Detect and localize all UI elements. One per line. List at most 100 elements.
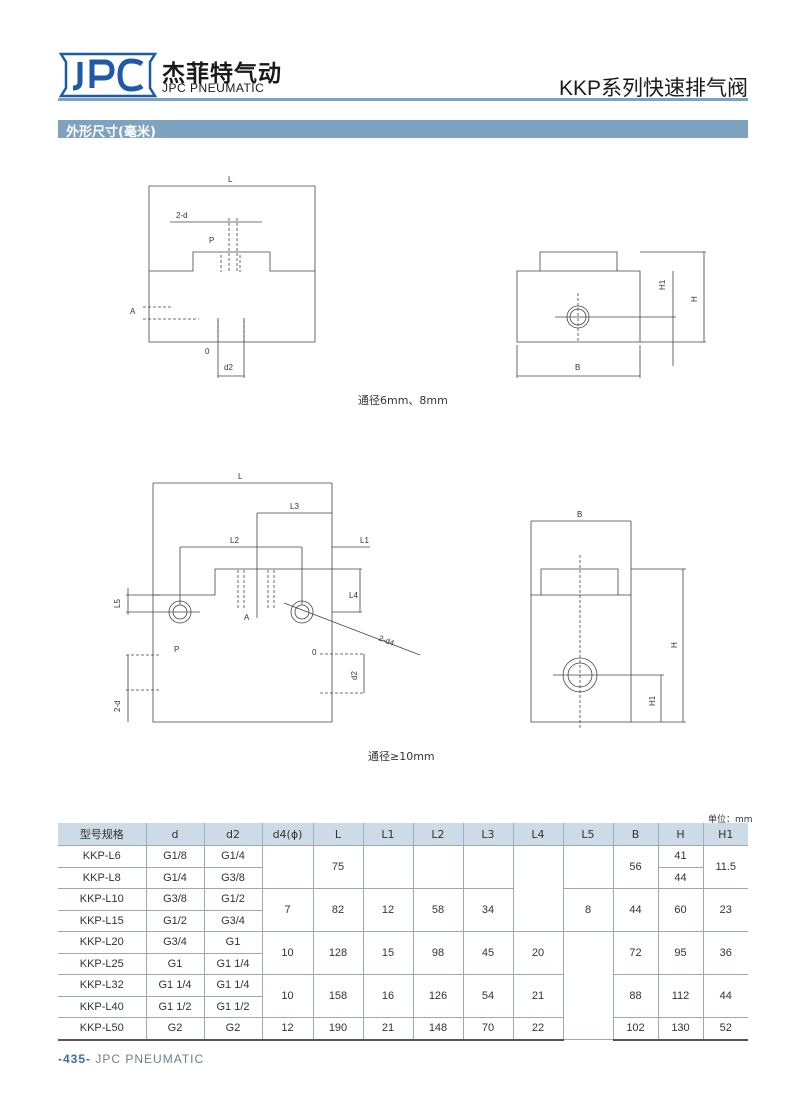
dim-label-H1-2: H1 <box>648 695 657 706</box>
spec-table: 型号规格 d d2 d4(ϕ) L L1 L2 L3 L4 L5 B H H1 … <box>58 823 748 1041</box>
cell-H1: 36 <box>702 931 748 975</box>
cell-d2: G1/2 <box>203 888 263 911</box>
cell-B: 88 <box>612 974 659 1018</box>
table-row: KKP-L10 G3/8 G1/2 7 82 12 58 34 8 44 60 … <box>58 888 748 932</box>
cell-model: KKP-L25 <box>58 952 147 975</box>
cell-d4: 12 <box>261 1017 314 1041</box>
table-row: KKP-L40 G1 1/2 G1 1/2 <box>58 995 748 1018</box>
unit-label: 单位：mm <box>708 815 753 825</box>
dim-label-B-1: B <box>575 363 580 372</box>
cell-d2: G2 <box>203 1017 263 1041</box>
cell-L1: 15 <box>362 931 414 975</box>
port-label-0-1: 0 <box>205 347 210 356</box>
cell-L1: 21 <box>362 1017 414 1041</box>
cell-B: 72 <box>612 931 659 975</box>
dim-label-H1-1: H1 <box>658 279 667 290</box>
cell-H1: 52 <box>702 1017 748 1041</box>
brand-name-cn: 杰菲特气动 <box>162 61 282 87</box>
dim-label-d2-1: d2 <box>224 363 233 372</box>
cell-L3: 54 <box>462 974 514 1018</box>
cell-d: G1 1/2 <box>145 995 205 1018</box>
cell-L: 190 <box>312 1017 364 1041</box>
cell-L1: 12 <box>362 888 414 932</box>
cell-model: KKP-L20 <box>58 931 147 954</box>
brand-name-en: JPC PNEUMATIC <box>162 81 265 95</box>
cell-d2: G1 1/4 <box>203 952 262 975</box>
port-label-P-1: P <box>209 236 214 245</box>
page-title: KKP系列快速排气阀 <box>559 72 748 102</box>
cell-model: KKP-L40 <box>58 995 147 1018</box>
drawing-1-front-view <box>143 185 316 378</box>
cell-d: G1/2 <box>145 909 205 932</box>
cell-H: 44 <box>657 866 703 889</box>
series-title-text: 系列快速排气阀 <box>601 76 748 100</box>
col-header: L2 <box>412 823 464 846</box>
cell-H1: 23 <box>702 888 748 932</box>
port-label-0-2: 0 <box>312 648 317 657</box>
section-title: 外形尺寸(毫米) <box>66 125 156 140</box>
col-header: d <box>145 823 205 846</box>
cell-L1: 16 <box>362 974 414 1018</box>
cell-model: KKP-L50 <box>58 1017 147 1041</box>
table-header-row: 型号规格 d d2 d4(ϕ) L L1 L2 L3 L4 L5 B H H1 <box>58 823 748 846</box>
cell-H: 95 <box>657 931 704 975</box>
cell-d4: 10 <box>261 974 314 1018</box>
cell-L4: 22 <box>512 1017 564 1041</box>
table-row: KKP-L6 G1/8 G1/4 75 56 41 11.5 <box>58 845 748 932</box>
cell-model: KKP-L8 <box>58 866 147 889</box>
cell-H: 112 <box>657 974 704 1018</box>
port-label-A-1: A <box>130 307 136 316</box>
col-header: L4 <box>512 823 564 846</box>
col-header: L5 <box>562 823 614 846</box>
cell-L4 <box>512 845 564 932</box>
col-header: L3 <box>462 823 514 846</box>
cell-model: KKP-L10 <box>58 888 147 911</box>
col-header: 型号规格 <box>58 823 147 846</box>
cell-H: 41 <box>657 845 704 868</box>
col-header: L <box>312 823 364 846</box>
drawing-2-side-view <box>530 520 686 728</box>
cell-L: 158 <box>312 974 364 1018</box>
cell-L3 <box>462 845 514 889</box>
cell-L3: 45 <box>462 931 514 975</box>
cell-H1: 44 <box>702 974 748 1018</box>
cell-L5 <box>562 845 614 889</box>
cell-H: 60 <box>657 888 704 932</box>
cell-L3: 70 <box>462 1017 514 1041</box>
cell-L2: 58 <box>412 888 464 932</box>
footer-brand: JPC PNEUMATIC <box>95 1052 205 1066</box>
series-code: KKP <box>558 77 601 100</box>
drawing-caption-1: 通径6mm、8mm <box>358 394 448 407</box>
col-header: H1 <box>702 823 748 846</box>
drawing-1-side-view <box>516 251 706 378</box>
dim-label-L3: L3 <box>290 502 299 511</box>
cell-d: G1/8 <box>145 845 205 868</box>
port-label-A-2: A <box>244 613 250 622</box>
cell-L2: 148 <box>412 1017 464 1041</box>
page-footer: -435- JPC PNEUMATIC <box>58 1052 204 1066</box>
cell-L5 <box>562 931 614 1040</box>
table-row: KKP-L32 G1 1/4 G1 1/4 10 158 16 126 54 2… <box>58 974 748 1018</box>
cell-d4 <box>261 845 314 889</box>
cell-d: G2 <box>145 1017 205 1041</box>
page-number: -435- <box>58 1052 92 1066</box>
cell-d2: G1 <box>203 931 263 954</box>
cell-L2: 126 <box>412 974 464 1018</box>
cell-L2: 98 <box>412 931 464 975</box>
cell-L1 <box>362 845 414 889</box>
dim-label-L-2: L <box>238 472 243 481</box>
table-row: KKP-L20 G3/4 G1 10 128 15 98 45 20 72 95… <box>58 931 748 1040</box>
jpc-logo-mark <box>58 52 158 98</box>
drawing-2-front-view <box>126 482 421 723</box>
dim-label-L4: L4 <box>349 591 358 600</box>
cell-L: 82 <box>312 888 364 932</box>
cell-H: 130 <box>657 1017 704 1041</box>
col-header: H <box>657 823 704 846</box>
col-header: d2 <box>203 823 263 846</box>
cell-d2: G3/4 <box>203 909 262 932</box>
dim-label-2d: 2-d <box>176 211 188 220</box>
dim-label-L5: L5 <box>113 599 122 608</box>
cell-L4: 21 <box>512 974 564 1018</box>
cell-model: KKP-L6 <box>58 845 147 868</box>
cell-L4: 20 <box>512 931 564 975</box>
